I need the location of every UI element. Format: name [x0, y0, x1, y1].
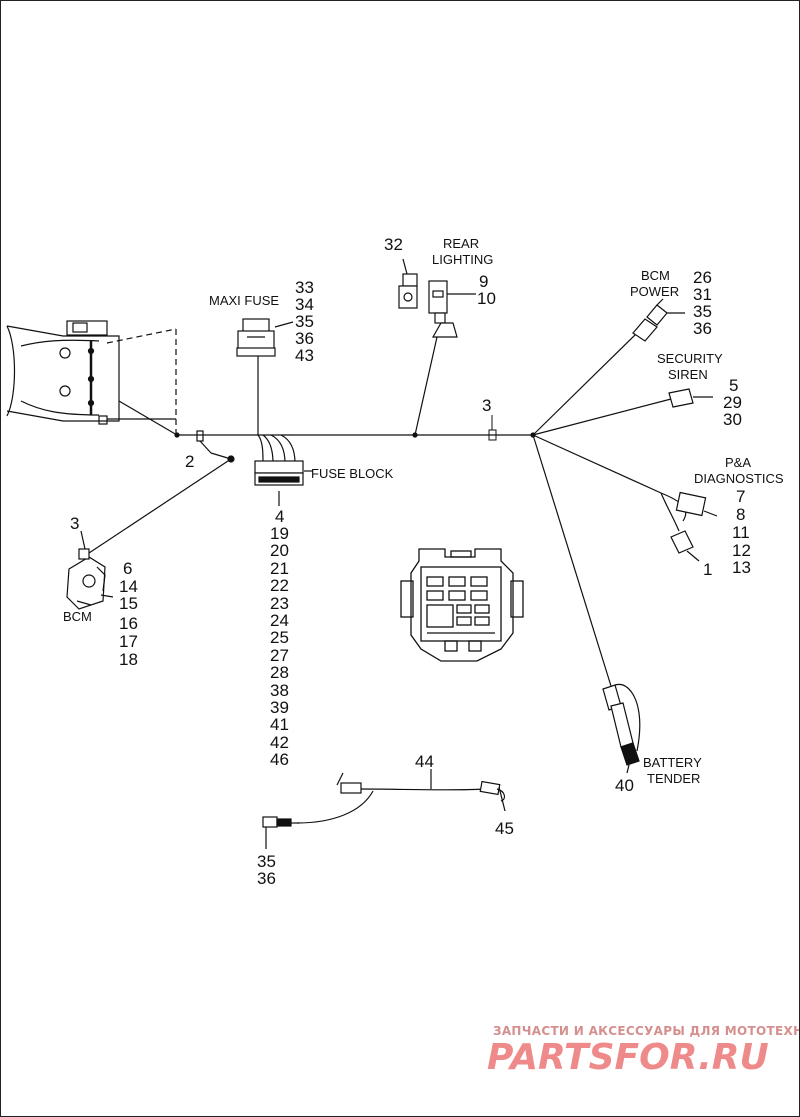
callout-bcm-power: 36: [693, 319, 712, 338]
callout-fuse-block: 25: [270, 628, 289, 647]
rear-lighting-label-1: REAR: [443, 236, 479, 251]
callout-bcm: 16: [119, 614, 138, 633]
callout-bcm: 15: [119, 594, 138, 613]
callout-bcm: 14: [119, 577, 138, 596]
bcm-label: BCM: [63, 609, 92, 624]
maxi-fuse: [236, 318, 294, 435]
ground-stud: [196, 430, 235, 463]
callout-fuse-block: 27: [270, 646, 289, 665]
callout-security-siren: 5: [729, 376, 738, 395]
callout-maxi-fuse: 43: [295, 346, 314, 365]
callout-fuse-block: 46: [270, 750, 289, 769]
fuse-block-face-detail: [400, 548, 524, 662]
component-labels: MAXI FUSE FUSE BLOCK REAR LIGHTING BCM P…: [63, 236, 784, 786]
security-siren-label-2: SIREN: [668, 367, 708, 382]
bcm-module: [66, 458, 232, 610]
callout-fuse-block: 38: [270, 681, 289, 700]
bcm-power-connector: [532, 298, 685, 436]
battery-tender-label-1: BATTERY: [643, 755, 702, 770]
callout-security-siren: 29: [723, 393, 742, 412]
callout-pa-diagnostics: 8: [736, 505, 745, 524]
callout-pa-diagnostics: 7: [736, 487, 745, 506]
fuse-block: [254, 434, 313, 506]
callout-bcm: 18: [119, 650, 138, 669]
pa-diagnostics-label-1: P&A: [725, 455, 751, 470]
callout-fuse-block: 42: [270, 733, 289, 752]
callout-harness-35-36: 36: [257, 869, 276, 888]
callout-bcm: 6: [123, 559, 132, 578]
callout-rear-lighting-32: 32: [384, 235, 403, 254]
main-harness-trunk: [174, 432, 536, 438]
callout-maxi-fuse: 35: [295, 312, 314, 331]
callout-battery-40: 40: [615, 776, 634, 795]
watermark: ЗАПЧАСТИ И АКСЕССУАРЫ ДЛЯ МОТОТЕХНИКИ PA…: [487, 1024, 799, 1078]
rear-lighting-connector: [398, 258, 476, 436]
pa-diagnostics-label-2: DIAGNOSTICS: [694, 471, 784, 486]
harness-clip: [488, 415, 497, 441]
callout-fuse-block: 21: [270, 559, 289, 578]
battery-tender-label-2: TENDER: [647, 771, 700, 786]
callout-fuse-block: 24: [270, 611, 289, 630]
callout-bcm-power: 31: [693, 285, 712, 304]
callout-rear-lighting: 9: [479, 272, 488, 291]
callout-harness-45: 45: [495, 819, 514, 838]
callout-bcm: 17: [119, 632, 138, 651]
security-siren-label-1: SECURITY: [657, 351, 723, 366]
watermark-logo: PARTSFOR.RU: [487, 1037, 769, 1078]
callout-pa-diagnostics: 12: [732, 541, 751, 560]
callout-rear-lighting: 10: [477, 289, 496, 308]
battery-tender-connector: [532, 434, 641, 774]
callout-clip-3: 3: [482, 396, 491, 415]
callout-harness-44: 44: [415, 752, 434, 771]
maxi-fuse-label: MAXI FUSE: [209, 293, 279, 308]
callout-fuse-block: 20: [270, 541, 289, 560]
security-siren-connector: [532, 388, 713, 436]
watermark-tagline: ЗАПЧАСТИ И АКСЕССУАРЫ ДЛЯ МОТОТЕХНИКИ: [493, 1024, 799, 1038]
callout-harness-35-36: 35: [257, 852, 276, 871]
callout-pa-diagnostics: 13: [732, 558, 751, 577]
bcm-power-label-2: POWER: [630, 284, 679, 299]
callout-maxi-fuse: 36: [295, 329, 314, 348]
callout-fuse-block: 23: [270, 594, 289, 613]
callout-fuse-block: 22: [270, 576, 289, 595]
callout-ground-2: 2: [185, 452, 194, 471]
callout-maxi-fuse: 34: [295, 295, 314, 314]
callout-maxi-fuse: 33: [295, 278, 314, 297]
callout-bcm-power: 35: [693, 302, 712, 321]
callout-fuse-block: 39: [270, 698, 289, 717]
callout-fuse-block: 4: [275, 507, 284, 526]
pa-diagnostics-connector: [532, 434, 718, 562]
fuse-block-label: FUSE BLOCK: [311, 466, 394, 481]
callout-pa-diagnostics: 11: [732, 523, 750, 542]
frame-bracket: [6, 320, 178, 436]
auxiliary-harness: [262, 769, 506, 849]
callout-security-siren: 30: [723, 410, 742, 429]
callout-bcm-3: 3: [70, 514, 79, 533]
bcm-power-label-1: BCM: [641, 268, 670, 283]
rear-lighting-label-2: LIGHTING: [432, 252, 493, 267]
callout-pa-diagnostics-1: 1: [703, 560, 712, 579]
callout-numbers: 33 34 35 36 43 4 19 20 21 22 23 24 25 27…: [70, 235, 751, 888]
callout-fuse-block: 28: [270, 663, 289, 682]
callout-bcm-power: 26: [693, 268, 712, 287]
callout-fuse-block: 19: [270, 524, 289, 543]
callout-fuse-block: 41: [270, 715, 289, 734]
